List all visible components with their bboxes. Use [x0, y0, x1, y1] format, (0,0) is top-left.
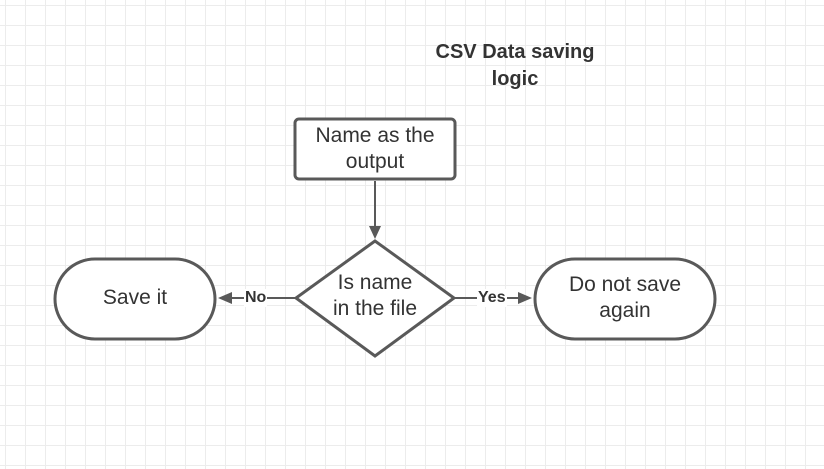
node-start-shape[interactable] — [293, 117, 457, 181]
edge-label-yes: Yes — [477, 289, 507, 307]
node-skip-label: Do not save again — [568, 273, 682, 322]
arrowhead-left — [218, 292, 232, 304]
diagram-title: CSV Data saving logic — [435, 41, 595, 90]
edge-label-no: No — [244, 289, 268, 307]
arrowhead-down — [369, 226, 381, 239]
node-decision-shape[interactable] — [293, 239, 457, 358]
node-save-shape[interactable] — [53, 257, 217, 341]
node-save-label: Save it — [102, 286, 168, 309]
node-start-label: Name as the output — [315, 124, 435, 173]
arrowhead-right — [518, 292, 532, 304]
node-decision-label: Is name in the file — [332, 271, 418, 320]
node-skip-shape[interactable] — [533, 257, 717, 341]
